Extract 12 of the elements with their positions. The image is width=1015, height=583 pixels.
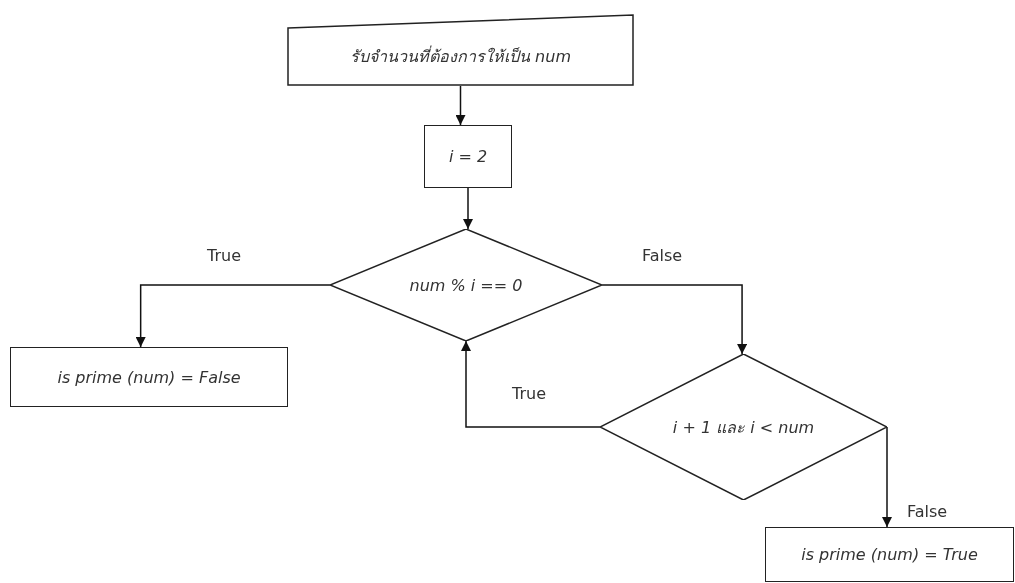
process-box: is prime (num) = True: [765, 527, 1014, 582]
arrow: [463, 187, 473, 230]
decision-diamond: i + 1 และ i < num: [600, 354, 887, 500]
input-shape: รับจำนวนที่ต้องการให้เป็น num: [287, 14, 634, 86]
arrow: [601, 284, 748, 355]
process-box: i = 2: [424, 125, 512, 188]
arrow: [882, 426, 892, 528]
arrow: [461, 340, 601, 428]
process-box: is prime (num) = False: [10, 347, 288, 407]
arrow: [455, 85, 466, 126]
arrow: [135, 284, 331, 348]
decision-diamond: num % i == 0: [330, 229, 602, 341]
